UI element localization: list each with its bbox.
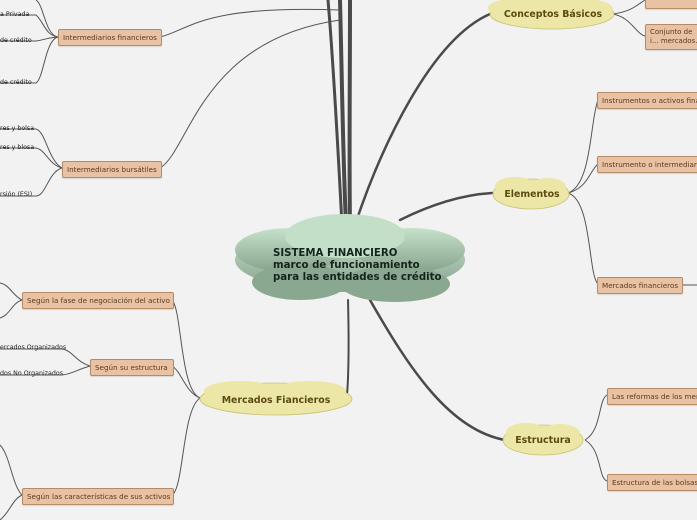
- node-estructura-bolsas[interactable]: Estructura de las bolsas: [607, 474, 697, 491]
- central-line-3: para las entidades de crédito: [273, 272, 442, 284]
- topic-elementos[interactable]: Elementos: [504, 189, 560, 200]
- leaf-banca-privada[interactable]: a Privada: [0, 11, 30, 18]
- central-line-1: SISTEMA FINANCIERO: [273, 248, 398, 259]
- node-instrumentos-activos[interactable]: Instrumentos o activos fina: [597, 92, 697, 109]
- central-topic-cloud[interactable]: [235, 214, 465, 302]
- central-topic-label[interactable]: SISTEMA FINANCIERO marco de funcionamien…: [273, 248, 441, 285]
- leaf-mercados-no-organizados[interactable]: dos No Organizados: [0, 370, 64, 377]
- main-branches: [326, 0, 507, 442]
- node-segun-fase[interactable]: Según la fase de negociación del activo: [22, 292, 174, 309]
- node-instrumento-intermediario[interactable]: Instrumento o intermediari: [597, 156, 697, 173]
- node-intermediarios-financieros[interactable]: Intermediarios financieros: [58, 29, 162, 46]
- leaf-bolsa-1[interactable]: res y bolsa: [0, 125, 35, 132]
- topic-conceptos-basicos[interactable]: Conceptos Básicos: [503, 9, 603, 20]
- node-segun-estructura[interactable]: Según su estructura: [90, 359, 174, 376]
- leaf-esi[interactable]: rsión (ESI): [0, 191, 33, 198]
- cloud-elementos[interactable]: [492, 177, 570, 210]
- leaf-bolsa-2[interactable]: res y blosa: [0, 144, 35, 151]
- cloud-estructura[interactable]: [502, 423, 584, 456]
- leaf-mercados-organizados[interactable]: ercados Organizados: [0, 344, 67, 351]
- topic-mercados-financieros[interactable]: Mercados Fiancieros: [221, 395, 331, 406]
- node-segun-caracteristicas[interactable]: Según las características de sus activos: [22, 488, 174, 505]
- node-intermediarios-bursatiles[interactable]: Intermediarios bursátiles: [62, 161, 162, 178]
- topic-estructura[interactable]: Estructura: [515, 435, 571, 446]
- cloud-conceptos[interactable]: [488, 0, 615, 30]
- node-reformas[interactable]: Las reformas de los mer: [607, 388, 697, 405]
- leaf-credito-1[interactable]: de crédito: [0, 37, 32, 44]
- node-conceptos-top[interactable]: [645, 0, 697, 9]
- central-line-2: marco de funcionamiento: [273, 260, 420, 272]
- node-mercados-financieros[interactable]: Mercados financieros: [597, 277, 683, 294]
- leaf-credito-2[interactable]: de crédito: [0, 79, 32, 86]
- node-conjunto[interactable]: Conjunto de i... mercados.: [645, 24, 697, 50]
- cloud-mercados[interactable]: [199, 381, 353, 416]
